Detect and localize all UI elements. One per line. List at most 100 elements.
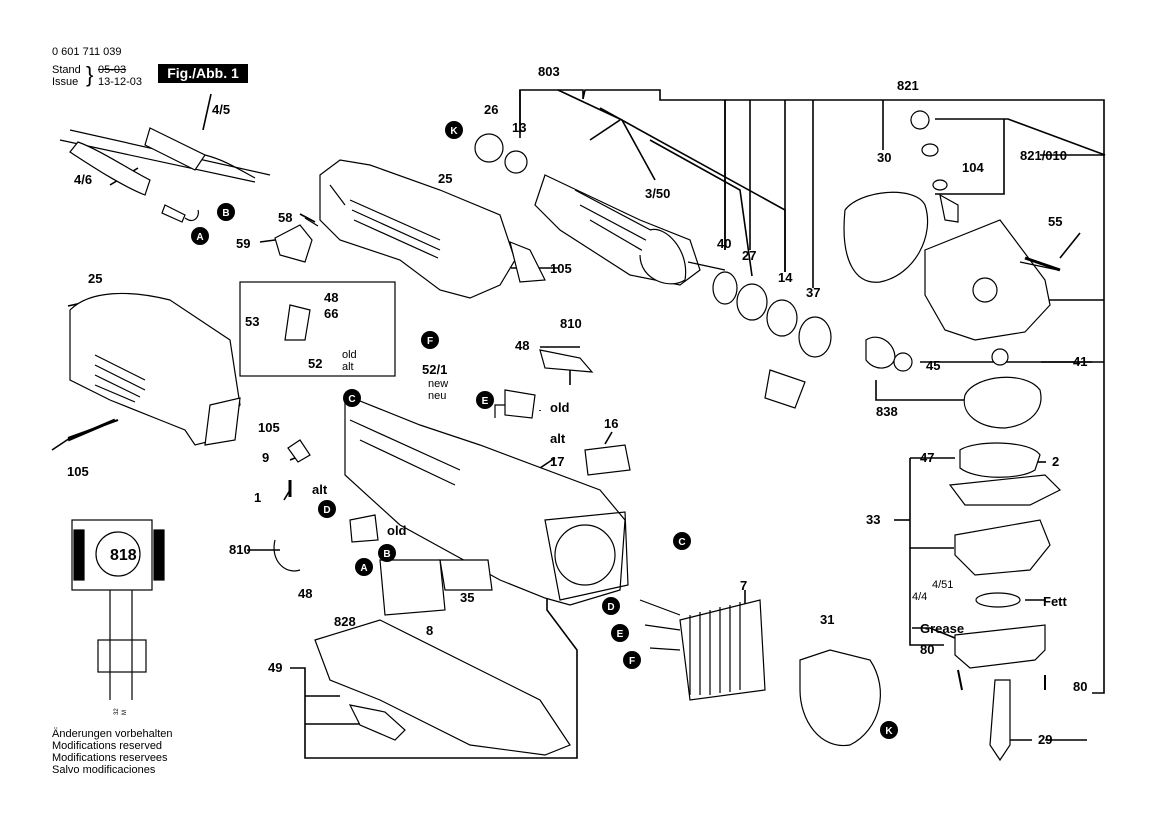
spring-58 [304,217,319,227]
callout-4-4: 8 [426,623,433,638]
retaining-ring-40 [712,271,738,305]
callout-58: 58 [278,210,292,225]
callout-838: 838 [876,404,898,419]
marker-a-left: A [355,558,373,576]
callout-48-mid: 48 [515,338,529,353]
svg-text:C: C [348,394,355,405]
callout-49-right: 80 [1073,679,1087,694]
callout-25-top: 25 [438,171,452,186]
callout-59: 59 [236,236,250,251]
callout-32: 29 [1038,732,1052,747]
label-9 [584,444,631,476]
svg-text:K: K [450,126,458,137]
small-labels: old alt new neu 4/51 4/4 818 32 M [110,349,953,715]
callout-48-inset: 48 [324,290,338,305]
bearing-37 [798,316,832,358]
callout-52: 52 [308,356,322,371]
svg-text:D: D [607,602,614,613]
callout-7: 9 [262,450,269,465]
issue-label: Issue [52,76,79,88]
callout-17-left: alt [312,482,328,497]
label-neu: neu [428,390,446,402]
svg-text:A: A [360,563,367,574]
callout-52-1: 52/1 [422,362,447,377]
note-es: Salvo modificaciones [52,764,156,776]
power-cord-plug [59,127,271,223]
callout-13: 13 [512,120,526,135]
housing-shell-top [319,159,516,299]
marker-d-right: D [602,597,620,615]
callout-55: 55 [1048,214,1062,229]
callout-818: 49 [268,660,282,675]
marker-d-left: D [318,500,336,518]
svg-text:K: K [885,726,893,737]
brace: } [86,62,94,87]
callout-8: 35 [460,590,474,605]
marker-e-right: E [611,624,629,642]
label-new: new [428,378,448,390]
wiring-schematic [71,519,165,700]
handle-cover [314,619,571,756]
marker-c-mid: C [343,389,361,407]
svg-text:B: B [383,549,390,560]
marker-c-right: C [673,532,691,550]
note-de: Änderungen vorbehalten [52,728,173,740]
bearing-14 [766,299,798,337]
callout-821-010: 821/010 [1020,148,1067,163]
callout-53: 53 [245,314,259,329]
callout-3-50: 3/50 [645,186,670,201]
callout-810-left: 810 [229,542,251,557]
callout-33: 47 [920,450,934,465]
callout-30: 30 [877,150,891,165]
marker-b-left: B [378,544,396,562]
callout-35: 2 [1052,454,1059,469]
callout-14: 14 [778,270,793,285]
marker-k-bottom: K [880,721,898,739]
label-fett: 4/51 [932,579,953,591]
felt-pad [764,369,806,409]
pinion [865,336,896,369]
svg-text:D: D [323,505,330,516]
label-line: 32 [114,708,120,715]
label-old: old [342,349,357,361]
label-alt: alt [342,361,354,373]
callout-41: 41 [1073,354,1087,369]
callout-105-left: 105 [258,420,280,435]
callout-31: Grease [920,621,964,636]
field-coil [639,599,766,701]
armature [474,133,726,286]
callout-80: Fett [1043,594,1068,609]
spindle-32 [989,679,1011,762]
callout-810-top: 810 [560,316,582,331]
label-105-top [509,241,546,283]
callout-16-top: old [550,400,570,415]
carbon-brushes [379,559,446,616]
callout-26: 26 [484,102,498,117]
stand-label: Stand [52,64,81,76]
ring-27 [736,283,768,321]
motor-symbol: 818 [110,547,137,564]
marker-e-mid: E [476,391,494,409]
callout-17-top: alt [550,431,566,446]
callout-105-top: 105 [550,261,572,276]
callout-49-left: 80 [920,642,934,657]
inset-brush-holder-box [239,281,396,377]
svg-text:F: F [427,336,433,347]
callout-50: 105 [67,464,89,479]
svg-text:C: C [678,537,685,548]
marker-f-top: F [421,331,439,349]
svg-text:E: E [482,396,489,407]
switch-59 [274,224,313,263]
protection-cover-30 [843,191,929,283]
callout-4-5: 4/5 [212,102,230,117]
stand-value: 05-03 [98,64,127,76]
callout-104: 104 [962,160,984,175]
callout-45: 45 [926,358,940,373]
marker-b-top: B [217,203,235,221]
callout-40: 40 [717,236,731,251]
bevel-gear [963,376,1042,429]
gear-housing-821 [924,219,1051,341]
callout-821: 821 [897,78,919,93]
callout-4-51: 828 [334,614,356,629]
